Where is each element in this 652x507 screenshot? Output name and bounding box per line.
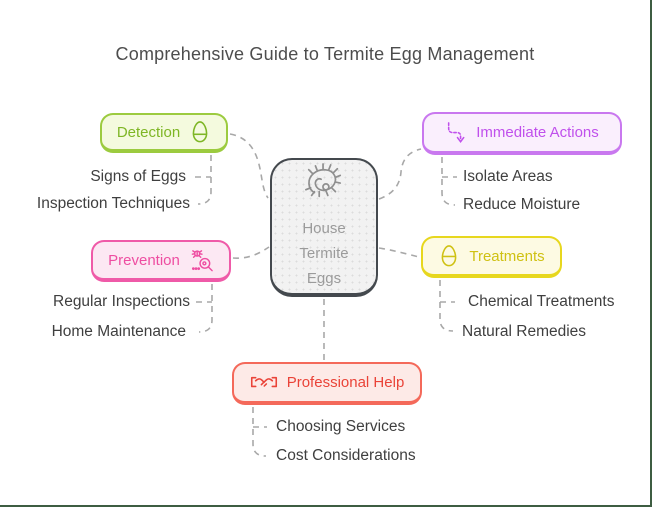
branch-prevention-label: Prevention xyxy=(108,251,180,269)
branch-professional-help-label: Professional Help xyxy=(286,374,405,391)
subtopic-isolate-areas: Isolate Areas xyxy=(463,168,553,185)
subtopic-home-maintenance: Home Maintenance xyxy=(51,323,186,340)
page-title: Comprehensive Guide to Termite Egg Manag… xyxy=(115,44,535,64)
subtopic-natural-remedies: Natural Remedies xyxy=(462,323,587,340)
subtopic-choosing-services: Choosing Services xyxy=(276,418,406,435)
branch-treatments: Treatments xyxy=(421,236,562,278)
subtopic-signs-of-eggs: Signs of Eggs xyxy=(90,168,186,185)
central-node-line: Eggs xyxy=(306,269,342,287)
central-node-line: House xyxy=(302,219,346,237)
termite-larva-icon xyxy=(299,162,349,213)
egg-icon xyxy=(189,119,211,145)
central-node-line: Termite xyxy=(299,244,349,262)
branch-prevention: Prevention xyxy=(91,240,231,282)
subtopic-chemical-treatments: Chemical Treatments xyxy=(468,293,615,310)
route-arrow-icon xyxy=(445,121,467,145)
branch-treatments-label: Treatments xyxy=(469,247,545,265)
branch-immediate-actions: Immediate Actions xyxy=(422,112,622,155)
subtopic-regular-inspections: Regular Inspections xyxy=(53,293,190,310)
branch-detection: Detection xyxy=(100,113,228,153)
central-node-house-termite-eggs: House Termite Eggs xyxy=(270,158,378,297)
egg-icon xyxy=(438,243,460,269)
subtopic-inspection-techniques: Inspection Techniques xyxy=(36,195,190,212)
handshake-icon xyxy=(250,373,278,392)
branch-detection-label: Detection xyxy=(116,123,181,141)
bug-search-icon xyxy=(189,248,214,273)
subtopic-reduce-moisture: Reduce Moisture xyxy=(463,196,581,213)
branch-immediate-actions-label: Immediate Actions xyxy=(476,124,599,141)
branch-professional-help: Professional Help xyxy=(232,362,422,405)
subtopic-cost-considerations: Cost Considerations xyxy=(276,447,416,464)
